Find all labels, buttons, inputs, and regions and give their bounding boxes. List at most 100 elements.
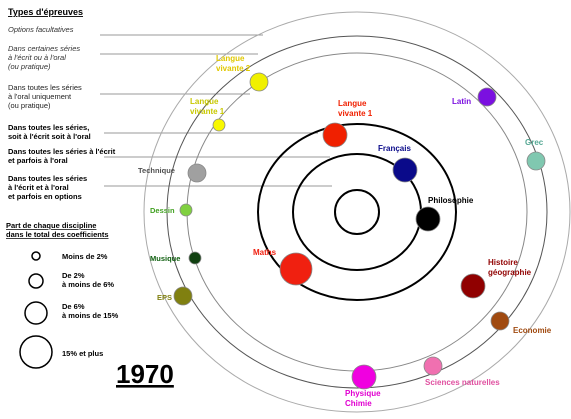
discipline-label-line: vivante 1 [338,109,373,118]
discipline-planet [249,72,269,92]
discipline-label-line: Français [378,144,411,153]
discipline-label-line: géographie [488,268,532,277]
legend-type-item-line: et parfois à l'oral [8,156,68,165]
discipline-12: Technique [138,163,207,183]
discipline-label: Maths [253,248,277,257]
legend-type-item-line: Dans toutes les séries, [8,123,89,132]
discipline-label-line: Maths [253,248,277,257]
legend-type-item: Dans toutes les séries,soit à l'écrit so… [8,123,91,141]
legend-size-title-text-line: Part de chaque discipline [6,221,96,230]
discipline-label: Dessin [150,206,175,215]
discipline-label-line: EPS [157,293,172,302]
discipline-label-line: Philosophie [428,196,474,205]
discipline-label: EPS [157,293,172,302]
discipline-6: Maths [253,248,313,286]
discipline-planet [173,286,193,306]
discipline-label-line: Sciences naturelles [425,378,500,387]
discipline-9: Sciences naturelles [423,356,500,387]
discipline-8: Economie [490,311,552,335]
discipline-planet [460,273,486,299]
discipline-planet [322,122,348,148]
orbit-optional-inner [166,35,548,389]
discipline-label: Latin [452,97,471,106]
orbit-optional-outer [143,11,571,413]
legend-size-label: De 6%à moins de 15% [62,302,119,320]
discipline-4: Français [378,144,418,183]
discipline-planet [477,87,497,107]
discipline-label-line: Musique [150,254,180,263]
discipline-14: Musique [150,251,202,265]
legend-size-label-line: De 2% [62,271,85,280]
legend-type-item-line: soit à l'écrit soit à l'oral [8,132,91,141]
discipline-label: Grec [525,138,544,147]
discipline-planet [526,151,546,171]
discipline-label-line: Histoire [488,258,518,267]
legend-type-item-line: Dans toutes les séries à l'écrit [8,147,116,156]
discipline-label-line: Langue [216,54,245,63]
legend-size-circle [24,301,48,325]
discipline-planet [179,203,193,217]
discipline-label: Economie [513,326,552,335]
discipline-planet [490,311,510,331]
discipline-label-line: Dessin [150,206,175,215]
discipline-13: Dessin [150,203,193,217]
discipline-planet [187,163,207,183]
legend-size-label: De 2%à moins de 6% [62,271,114,289]
discipline-label-line: Technique [138,166,175,175]
discipline-label: Technique [138,166,175,175]
legend-type-item-line: (ou pratique) [8,62,51,71]
discipline-planet [188,251,202,265]
discipline-label-line: Economie [513,326,552,335]
legend-size-label-line: à moins de 15% [62,311,119,320]
discipline-5: Philosophie [415,196,474,232]
legend-size-label-line: De 6% [62,302,85,311]
legend-type-item-line: et parfois en options [8,192,82,201]
legend-type-item-line: à l'oral uniquement [8,92,72,101]
discipline-planet [351,364,377,390]
legend-size-title-text-line: dans le total des coefficients [6,230,109,239]
discipline-label-line: Langue [338,99,367,108]
discipline-label: Musique [150,254,180,263]
year-label: 1970 [116,359,174,389]
discipline-label: Philosophie [428,196,474,205]
legend-type-item-line: Dans toutes les séries [8,83,82,92]
legend-type-item: Options facultatives [8,25,74,34]
discipline-15: EPS [157,286,193,306]
discipline-label-line: Grec [525,138,544,147]
legend-title: Types d'épreuves [8,7,83,17]
discipline-label-line: Langue [190,97,219,106]
discipline-label: Français [378,144,411,153]
legend-type-item-line: à l'écrit et à l'oral [8,183,69,192]
legend-size-circle [19,335,53,369]
legend-type-item-line: Dans toutes les séries [8,174,87,183]
legend-size-label-line: Moins de 2% [62,252,108,261]
legend-type-item-line: Dans certaines séries [8,44,80,53]
discipline-1: Grec [525,138,546,171]
discipline-planet [392,157,418,183]
legend-type-item-line: Options facultatives [8,25,74,34]
orbit-written-or-oral [257,123,457,301]
legend-size-circle [31,251,41,261]
discipline-label-line: Chimie [345,399,372,408]
discipline-planet [423,356,443,376]
discipline-label-line: Physique [345,389,381,398]
legend-size-label-line: 15% et plus [62,349,103,358]
discipline-0: Latin [452,87,497,107]
legend-size-circle [28,273,44,289]
discipline-label-line: vivante 1 [190,107,225,116]
legend-size-label: Moins de 2% [62,252,108,261]
